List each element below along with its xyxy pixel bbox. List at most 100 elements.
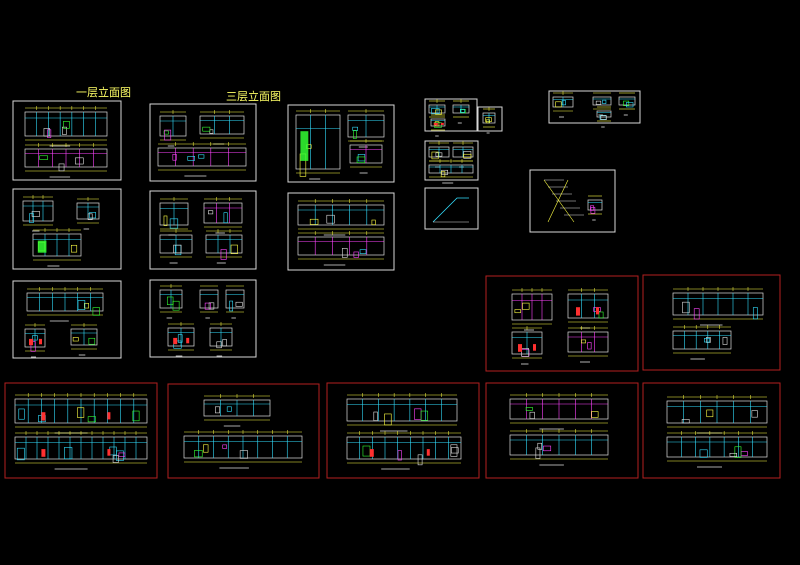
elevation-outline [205,234,243,254]
sheet-col3-b [287,192,395,271]
elevation-outline [567,331,609,353]
red-detail [186,337,190,344]
sheet-floor1-a [12,100,122,181]
sheet-red-bottom-5 [642,382,781,479]
elevation-detail [64,447,73,460]
sheet-frame [12,100,122,181]
sheet-frame [477,106,503,132]
sheet-floor3-b [149,190,257,270]
elevation-detail [543,445,552,452]
elevation-detail [112,455,119,463]
elevation-detail [514,309,521,314]
elevation-detail [177,334,183,343]
elevation-detail [309,218,319,225]
elevation-detail [555,101,562,108]
elevation-detail [84,303,89,309]
elevation-detail [371,219,376,226]
elevation-detail [561,100,566,106]
elevation-detail [226,406,232,412]
elevation-detail [704,338,710,343]
elevation-outline [22,200,54,222]
elevation-detail [535,447,541,459]
elevation-detail [203,444,209,453]
elevation-detail [581,339,586,344]
elevation-detail [598,311,604,319]
elevation-detail [202,126,211,132]
sheet-red-bottom-2 [167,383,320,479]
elevation-detail [485,119,490,124]
sheet-frame [12,280,122,359]
elevation-detail [529,411,535,419]
elevation-detail [166,296,174,305]
elevation-detail [341,248,348,258]
sheet-detail-e [548,90,641,128]
sheet-red-mid-a [485,275,639,372]
sheet-frame [149,190,257,270]
elevation-detail [43,128,51,137]
sheet-stair-detail [529,169,616,233]
green-detail [300,131,309,161]
elevation-detail [75,157,84,165]
elevation-detail [751,410,758,418]
elevation-detail [216,341,222,349]
elevation-detail [525,407,533,411]
elevation-detail [77,407,85,418]
elevation-detail [208,302,215,310]
elevation-detail [435,109,442,115]
elevation-detail [485,117,492,122]
elevation-detail [602,99,607,104]
elevation-detail [693,308,700,320]
elevation-detail [223,212,228,224]
red-detail [596,307,599,315]
elevation-detail [440,171,446,178]
elevation-detail [420,410,429,421]
sheet-frame [529,169,616,233]
elevation-detail [187,156,195,161]
elevation-outline [346,436,462,460]
elevation-detail [62,126,67,135]
sheet-frame [424,187,479,230]
elevation-detail [222,339,227,347]
elevation-detail [194,450,203,458]
elevation-detail [384,413,392,426]
drawing-sheets [4,90,781,479]
red-detail [440,122,444,125]
title-floor3-elevation: 三层立面图 [226,89,281,103]
elevation-detail [356,156,366,164]
stair-diagonal [547,179,569,223]
red-detail [173,337,178,345]
red-detail [533,344,536,351]
elevation-detail [92,307,100,316]
elevation-detail [699,449,708,458]
sheet-frame [149,279,257,358]
elevation-detail [353,130,357,139]
sheet-detail-b [477,106,503,134]
elevation-detail [29,213,34,223]
elevation-detail [239,450,248,459]
elevation-outline [203,202,243,224]
elevation-detail [600,115,607,121]
elevation-detail [58,163,65,172]
sheet-red-bottom-4 [485,382,639,479]
sheet-frame [287,104,395,183]
elevation-detail [209,129,214,134]
elevation-outline [24,111,108,137]
elevation-detail [326,214,335,224]
elevation-detail [77,300,86,310]
red-detail [518,344,522,352]
elevation-outline [157,147,247,167]
sheet-frame [548,90,641,124]
sheet-frame [326,382,480,479]
sheet-frame [12,188,122,270]
elevation-detail [163,215,168,226]
elevation-outline [199,115,245,135]
elevation-detail [172,154,177,161]
elevation-detail [734,446,742,458]
elevation-outline [297,236,385,256]
elevation-detail [208,210,214,215]
elevation-detail [163,130,169,135]
elevation-outline [672,330,732,350]
elevation-detail [18,408,25,420]
sheet-frame [642,382,781,479]
